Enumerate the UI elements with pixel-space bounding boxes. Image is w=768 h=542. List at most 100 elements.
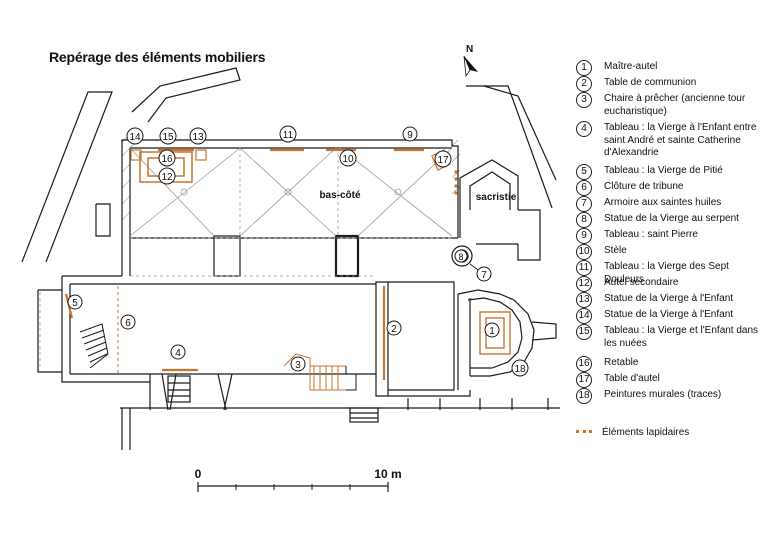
lapidary-dots-swatch [576, 430, 592, 436]
legend-text: Tableau : saint Pierre [604, 229, 698, 240]
marker-6: 6 [120, 314, 136, 330]
legend-item: 17 Table d'autel [576, 372, 766, 388]
legend-item: 10 Stèle [576, 244, 766, 260]
legend-text: Statue de la Vierge à l'Enfant [604, 293, 734, 304]
legend-item: 15 Tableau : la Vierge et l'Enfant dans l… [576, 324, 766, 350]
marker-17: 17 [434, 150, 452, 168]
legend-text: Tableau : la Vierge de Pitié [604, 165, 723, 176]
legend-text: Statue de la Vierge au serpent [604, 213, 739, 224]
legend-number: 6 [576, 180, 592, 196]
legend-number: 9 [576, 228, 592, 244]
scale-start: 0 [195, 467, 202, 481]
marker-8: 8 [454, 249, 468, 263]
legend-item: 8 Statue de la Vierge au serpent [576, 212, 766, 228]
legend-item: 3 Chaire à prêcher (ancienne tour euchari… [576, 92, 766, 118]
legend-number: 16 [576, 356, 592, 372]
svg-text:5: 5 [72, 298, 78, 309]
svg-text:13: 13 [192, 132, 204, 143]
svg-text:10: 10 [342, 154, 354, 165]
svg-text:8: 8 [458, 252, 463, 262]
street-outlines [21, 67, 557, 263]
marker-1: 1 [484, 322, 500, 338]
vault-ribs [129, 147, 453, 239]
room-label-bas-cote: bas-côté [319, 190, 361, 201]
legend-item: 5 Tableau : la Vierge de Pitié [576, 164, 766, 180]
legend-text: Tableau : la Vierge et l'Enfant dans les… [604, 325, 759, 349]
marker-10: 10 [339, 149, 357, 167]
legend-item: 12 Autel secondaire [576, 276, 766, 292]
legend-text: Chaire à prêcher (ancienne tour eucharis… [604, 93, 746, 117]
svg-text:2: 2 [391, 324, 397, 335]
marker-13: 13 [189, 127, 207, 145]
legend-number: 17 [576, 372, 592, 388]
scale-end: 10 m [374, 467, 401, 481]
marker-15: 15 [159, 127, 177, 145]
legend-number: 4 [576, 121, 592, 137]
legend-number: 8 [576, 212, 592, 228]
svg-text:16: 16 [161, 154, 173, 165]
legend-item: 9 Tableau : saint Pierre [576, 228, 766, 244]
legend-text: Peintures murales (traces) [604, 389, 722, 400]
legend-number: 7 [576, 196, 592, 212]
marker-18: 18 [511, 359, 529, 377]
furniture-marks [64, 148, 424, 380]
legend-text: Autel secondaire [604, 277, 679, 288]
lapidary-dots [454, 170, 458, 195]
svg-text:4: 4 [175, 348, 181, 359]
legend-item: 16 Retable [576, 356, 766, 372]
legend-text: Maître-autel [604, 61, 658, 72]
church-walls [37, 139, 560, 450]
legend-number: 3 [576, 92, 592, 108]
legend-item: 1 Maître-autel [576, 60, 766, 76]
marker-7: 7 [476, 266, 492, 282]
pulpit-stair [345, 366, 357, 391]
svg-text:6: 6 [125, 318, 131, 329]
pulpit [283, 353, 346, 391]
legend-text: Armoire aux saintes huiles [604, 197, 722, 208]
marker-3: 3 [290, 356, 306, 372]
room-label-sacristie: sacristie [476, 192, 517, 203]
scale-bar: 0 10 m [195, 467, 402, 492]
marker-2: 2 [386, 320, 402, 336]
svg-text:14: 14 [129, 132, 141, 143]
north-letter: N [466, 44, 473, 55]
marker-5: 5 [67, 294, 83, 310]
map-title: Repérage des éléments mobiliers [49, 49, 266, 65]
svg-text:12: 12 [161, 172, 173, 183]
marker-4: 4 [170, 344, 186, 360]
legend-number: 1 [576, 60, 592, 76]
svg-text:18: 18 [514, 364, 526, 375]
legend-number: 12 [576, 276, 592, 292]
marker-14: 14 [126, 127, 144, 145]
marker-9: 9 [402, 126, 418, 142]
legend-text: Table de communion [604, 77, 697, 88]
north-arrow: N [463, 44, 478, 78]
wall-hatching [121, 135, 461, 221]
legend-text: Retable [604, 357, 639, 368]
pedestal-13-14 [130, 149, 207, 161]
west-stair [79, 323, 109, 369]
marker-11: 11 [279, 125, 297, 143]
legend-text: Table d'autel [604, 373, 660, 384]
legend-text: Stèle [604, 245, 627, 256]
legend-number: 10 [576, 244, 592, 260]
legend-text: Statue de la Vierge à l'Enfant [604, 309, 734, 320]
legend-number: 13 [576, 292, 592, 308]
svg-text:9: 9 [407, 130, 413, 141]
floor-plan: 1 2 3 4 5 6 7 8 9 10 11 12 13 14 15 16 1… [21, 44, 560, 492]
svg-text:1: 1 [489, 326, 495, 337]
legend-number: 15 [576, 324, 592, 340]
legend-item-lapidary: Éléments lapidaires [576, 427, 689, 440]
legend-item: 13 Statue de la Vierge à l'Enfant [576, 292, 766, 308]
plan-markers: 1 2 3 4 5 6 7 8 9 10 11 12 13 14 15 16 1… [67, 125, 529, 377]
marker-16: 16 [158, 149, 176, 167]
legend-number: 5 [576, 164, 592, 180]
legend-number: 11 [576, 260, 592, 276]
svg-text:3: 3 [295, 360, 301, 371]
